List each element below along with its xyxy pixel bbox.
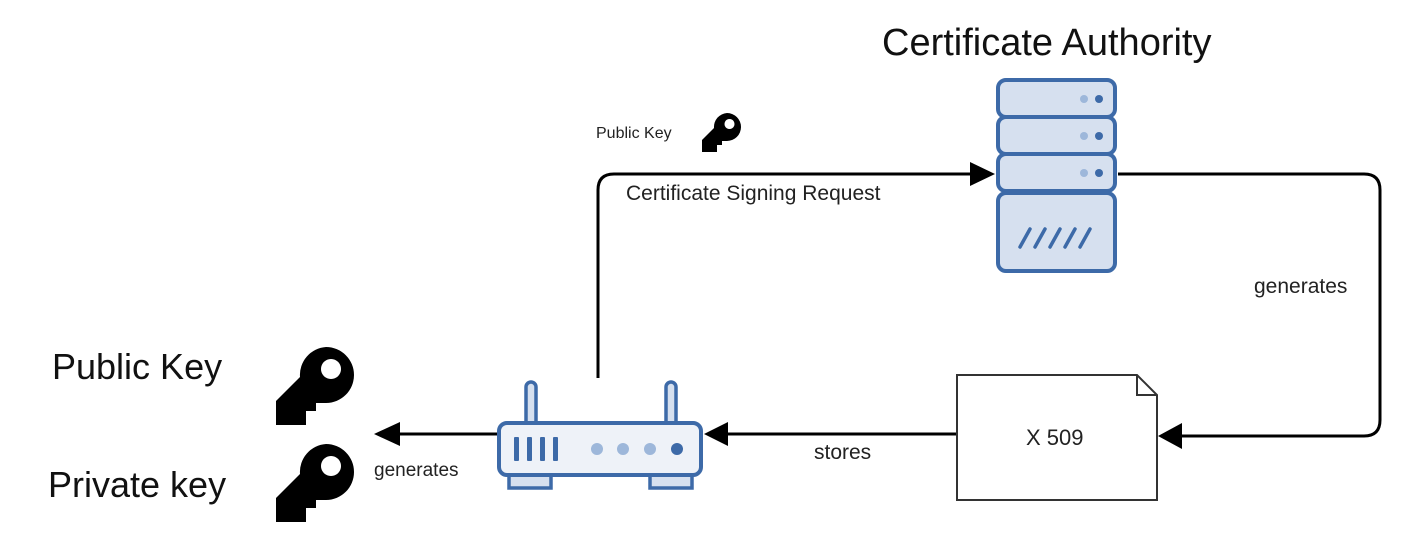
router-generates-edge-label: generates — [374, 460, 459, 481]
document-icon[interactable] — [956, 374, 1158, 501]
key-icon — [276, 347, 354, 425]
arrow-head — [970, 162, 995, 186]
x509-document-label: X 509 — [1026, 425, 1084, 450]
arrow-head — [374, 422, 400, 446]
stores-edge-label: stores — [814, 441, 872, 464]
certificate-authority-label: Certificate Authority — [882, 22, 1212, 64]
csr-edge-label: Certificate Signing Request — [626, 182, 881, 205]
key-icon — [702, 113, 741, 152]
private-key-label: Private key — [48, 464, 227, 505]
arrow-head — [704, 422, 728, 446]
csr-public-key-annotation: Public Key — [596, 125, 672, 142]
edge-ca-generates — [1118, 172, 1382, 449]
key-icon — [276, 444, 354, 522]
edge-generates-keys — [374, 422, 497, 446]
server-rack-icon[interactable] — [996, 78, 1117, 273]
edge-csr — [596, 162, 995, 378]
ca-generates-edge-label: generates — [1254, 275, 1348, 298]
edge-stores — [704, 422, 956, 446]
router-icon[interactable] — [497, 380, 703, 490]
public-key-label: Public Key — [52, 346, 223, 387]
arrow-head — [1158, 423, 1182, 449]
